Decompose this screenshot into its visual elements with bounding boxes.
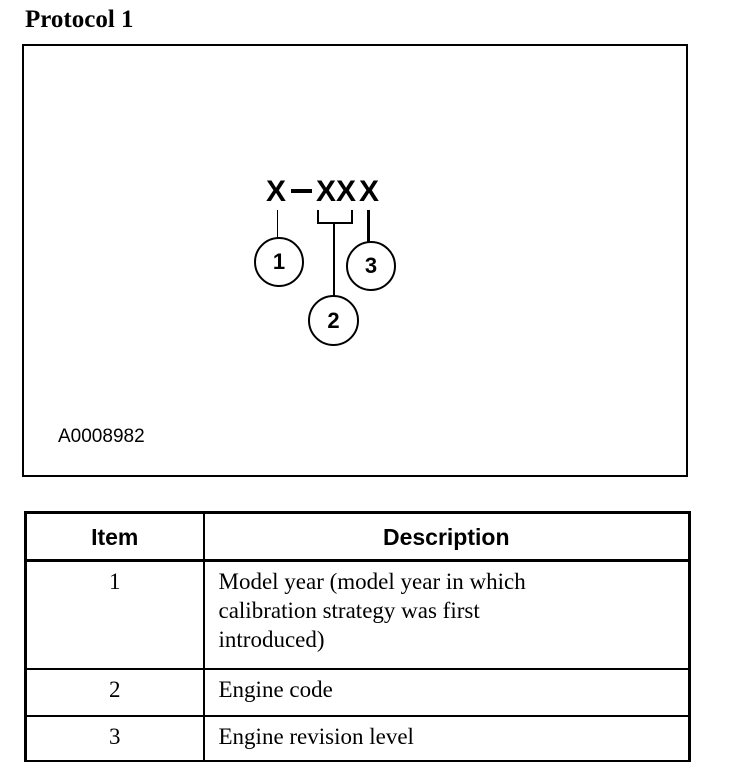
figure-box: X XX X 1 2 3 A0008982 xyxy=(22,44,688,477)
table-row: 3 Engine revision level xyxy=(24,715,691,762)
bracket-right-line xyxy=(351,210,353,224)
code-chars-engine-code: XX xyxy=(316,175,357,208)
table-row: 2 Engine code xyxy=(24,668,691,717)
table-header-row: Item Description xyxy=(24,511,691,562)
description-text: Model year (model year in which calibrat… xyxy=(218,569,526,652)
callout-circle-3: 3 xyxy=(346,241,396,291)
header-description: Description xyxy=(202,511,691,562)
code-char-model-year: X xyxy=(266,175,287,208)
item-number-cell: 3 xyxy=(24,715,205,762)
description-text: Engine code xyxy=(218,677,333,702)
code-dash-separator xyxy=(291,189,312,193)
page-title: Protocol 1 xyxy=(25,6,134,33)
item-number-cell: 1 xyxy=(24,559,205,670)
item-description-table: Item Description 1 Model year (model yea… xyxy=(24,511,691,762)
figure-id-label: A0008982 xyxy=(58,426,145,447)
description-cell: Engine code xyxy=(202,668,691,717)
callout-circle-1: 1 xyxy=(254,237,304,287)
description-text: Engine revision level xyxy=(218,724,414,749)
header-item: Item xyxy=(24,511,205,562)
bracket-bottom-line xyxy=(317,222,353,224)
description-cell: Engine revision level xyxy=(202,715,691,762)
description-cell: Model year (model year in which calibrat… xyxy=(202,559,691,670)
code-char-revision-level: X xyxy=(359,175,380,208)
item-number-cell: 2 xyxy=(24,668,205,717)
leader-line-1 xyxy=(277,210,278,239)
callout-circle-2: 2 xyxy=(308,295,359,346)
bracket-left-line xyxy=(317,210,319,224)
leader-line-3 xyxy=(367,210,370,243)
leader-line-2 xyxy=(333,224,335,297)
table-row: 1 Model year (model year in which calibr… xyxy=(24,559,691,670)
